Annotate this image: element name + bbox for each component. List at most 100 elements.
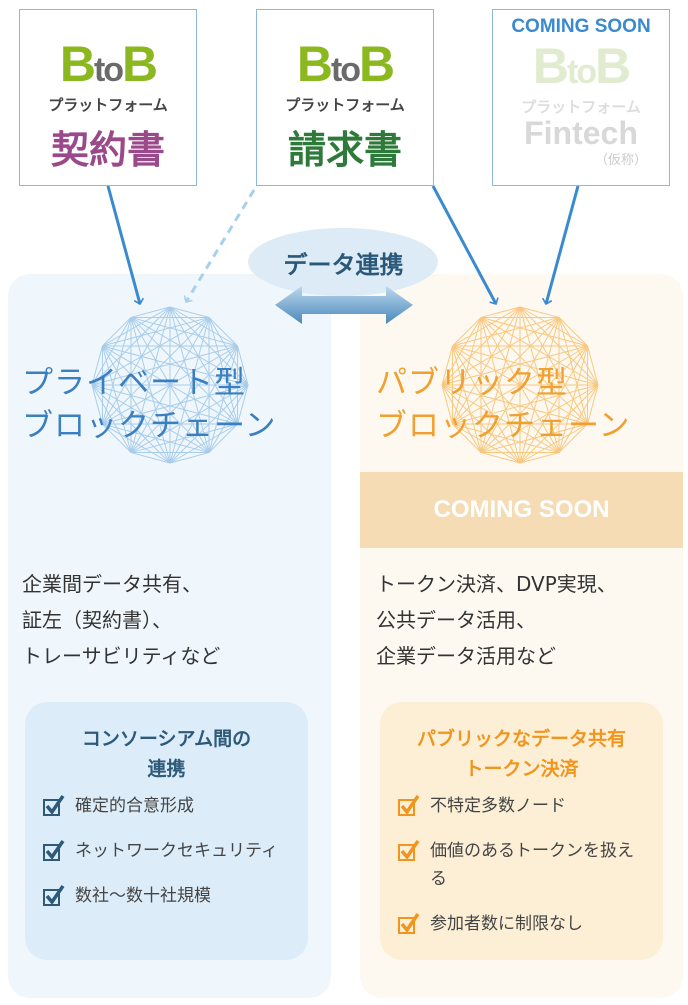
network-link — [91, 345, 238, 386]
network-link — [102, 317, 210, 425]
network-link — [130, 452, 171, 464]
network-link — [130, 317, 171, 464]
network-link — [130, 317, 238, 425]
private-title: プライベート型ブロックチェーン — [22, 365, 277, 444]
network-link — [480, 317, 599, 386]
network-link — [130, 306, 171, 318]
feature-item: 参加者数に制限なし — [398, 910, 645, 938]
network-link — [451, 345, 482, 453]
product-name: 請求書 — [287, 128, 402, 172]
network-link — [441, 384, 482, 453]
network-link — [452, 345, 560, 453]
network-link — [441, 345, 588, 386]
checkbox-checked-icon — [398, 795, 420, 816]
network-link — [91, 384, 210, 453]
network-link — [169, 306, 210, 318]
network-link — [91, 317, 132, 386]
network-link — [91, 384, 103, 425]
network-link — [441, 317, 482, 386]
network-link — [480, 317, 588, 425]
feature-item: 数社〜数十社規模 — [43, 882, 290, 910]
network-link — [91, 384, 132, 453]
public-description: トークン決済、DVP実現、公共データ活用、企業データ活用など — [376, 572, 617, 668]
network-link — [102, 423, 132, 453]
btob-logo: BtoB — [532, 38, 631, 94]
network-link — [102, 345, 249, 386]
feature-item: 確定的合意形成 — [43, 792, 290, 820]
network-link — [452, 317, 482, 347]
invoice-card[interactable]: BtoB プラットフォーム 請求書 — [256, 9, 434, 186]
network-link — [102, 317, 132, 347]
private-network-icon — [91, 306, 249, 464]
public-network-icon — [441, 306, 599, 464]
network-link — [480, 452, 521, 464]
network-link — [452, 345, 521, 464]
network-link — [169, 317, 210, 464]
feature-item: ネットワークセキュリティ — [43, 837, 290, 865]
product-name: Fintech — [524, 115, 638, 151]
checkbox-checked-icon — [43, 795, 65, 816]
private-description: 企業間データ共有、証左（契約書）、トレーサビリティなど — [22, 572, 221, 668]
network-link — [441, 384, 588, 425]
arrow-invoice-to-private-dashed — [186, 189, 256, 302]
network-link — [452, 423, 482, 453]
public-title: パブリック型ブロックチェーン — [376, 365, 631, 444]
network-link — [441, 384, 453, 425]
network-link — [519, 306, 560, 453]
network-link — [130, 345, 238, 453]
private-features-box: コンソーシアム間の連携 確定的合意形成 ネットワークセキュリティ 数社〜数十社規… — [25, 702, 308, 960]
network-link — [130, 317, 249, 386]
checkbox-checked-icon — [398, 840, 420, 861]
private-features-title: コンソーシアム間の連携 — [81, 728, 252, 780]
network-link — [451, 317, 482, 425]
bidirectional-arrow — [275, 286, 413, 324]
data-link-label: データ連携 — [283, 251, 404, 279]
network-link — [102, 345, 171, 464]
platform-label: プラットフォーム — [48, 96, 168, 114]
network-link — [102, 384, 249, 425]
btob-logo: BtoB — [59, 36, 158, 92]
network-link — [237, 345, 249, 386]
network-link — [130, 306, 171, 453]
arrow-fintech-to-public — [546, 185, 580, 304]
fintech-card: COMING SOON BtoB プラットフォーム Fintech （仮称） — [492, 9, 670, 186]
network-link — [480, 317, 521, 464]
network-link — [452, 345, 599, 386]
network-link — [480, 316, 588, 347]
feature-item: 不特定多数ノード — [398, 792, 645, 820]
coming-soon-badge: COMING SOON — [511, 16, 651, 37]
network-link — [130, 316, 238, 347]
network-link — [558, 423, 588, 453]
feature-item: 価値のあるトークンを扱える — [398, 837, 645, 893]
network-link — [480, 345, 588, 453]
network-link — [480, 306, 521, 318]
platform-label: プラットフォーム — [521, 98, 641, 116]
network-link — [102, 423, 171, 464]
network-link — [587, 384, 599, 425]
tentative-note: （仮称） — [594, 153, 647, 168]
platform-label: プラットフォーム — [285, 96, 405, 114]
public-features-box: パブリックなデータ共有トークン決済 不特定多数ノード 価値のあるトークンを扱える… — [380, 702, 663, 960]
network-link — [169, 306, 210, 453]
arrow-contract-to-private — [106, 185, 140, 304]
network-link — [101, 317, 132, 425]
network-link — [452, 423, 521, 464]
product-name: 契約書 — [50, 128, 165, 172]
contract-card[interactable]: BtoB プラットフォーム 契約書 — [19, 9, 197, 186]
network-link — [208, 423, 238, 453]
data-link-ellipse — [248, 228, 438, 296]
network-link — [91, 345, 103, 386]
checkbox-checked-icon — [43, 885, 65, 906]
network-link — [480, 306, 521, 453]
network-link — [519, 452, 560, 464]
network-link — [102, 345, 210, 453]
network-link — [519, 306, 560, 318]
network-link — [130, 317, 210, 453]
network-link — [452, 317, 560, 425]
network-link — [101, 345, 132, 453]
network-link — [452, 384, 599, 425]
network-link — [237, 384, 249, 425]
checkbox-checked-icon — [398, 913, 420, 934]
public-features-title: パブリックなデータ共有トークン決済 — [416, 728, 626, 780]
